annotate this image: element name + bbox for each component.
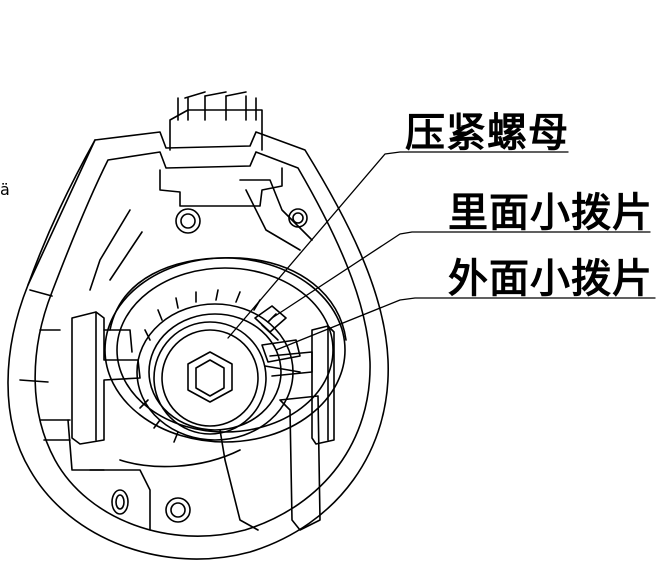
stray-mark: ä xyxy=(0,180,10,199)
label-clamp-nut: 压紧螺母 xyxy=(405,110,569,156)
lower-ribs xyxy=(39,419,259,531)
mount-hole-right xyxy=(288,208,308,228)
top-connector xyxy=(159,91,283,207)
left-clamp-bracket xyxy=(67,311,141,471)
leader-nut xyxy=(227,151,569,339)
mount-hole-bottom xyxy=(165,497,191,523)
right-clamp-bracket xyxy=(269,325,335,531)
upper-right-ribs xyxy=(89,179,313,291)
mount-hole-top xyxy=(175,208,201,234)
clamp-nut xyxy=(153,321,267,435)
leader-inner-tab xyxy=(271,231,651,319)
label-outer-small-tab: 外面小拨片 xyxy=(448,256,653,302)
leader-lines xyxy=(227,151,656,351)
inner-small-tab xyxy=(254,305,287,341)
housing-left-wall xyxy=(19,139,96,383)
housing-inner-rim xyxy=(34,151,371,537)
hub-wheel xyxy=(136,289,294,443)
leader-outer-tab xyxy=(275,297,656,351)
mount-hole-left-bottom xyxy=(111,489,129,515)
outer-small-tab xyxy=(261,339,301,373)
outer-housing xyxy=(7,131,389,560)
label-inner-small-tab: 里面小拨片 xyxy=(448,190,653,236)
